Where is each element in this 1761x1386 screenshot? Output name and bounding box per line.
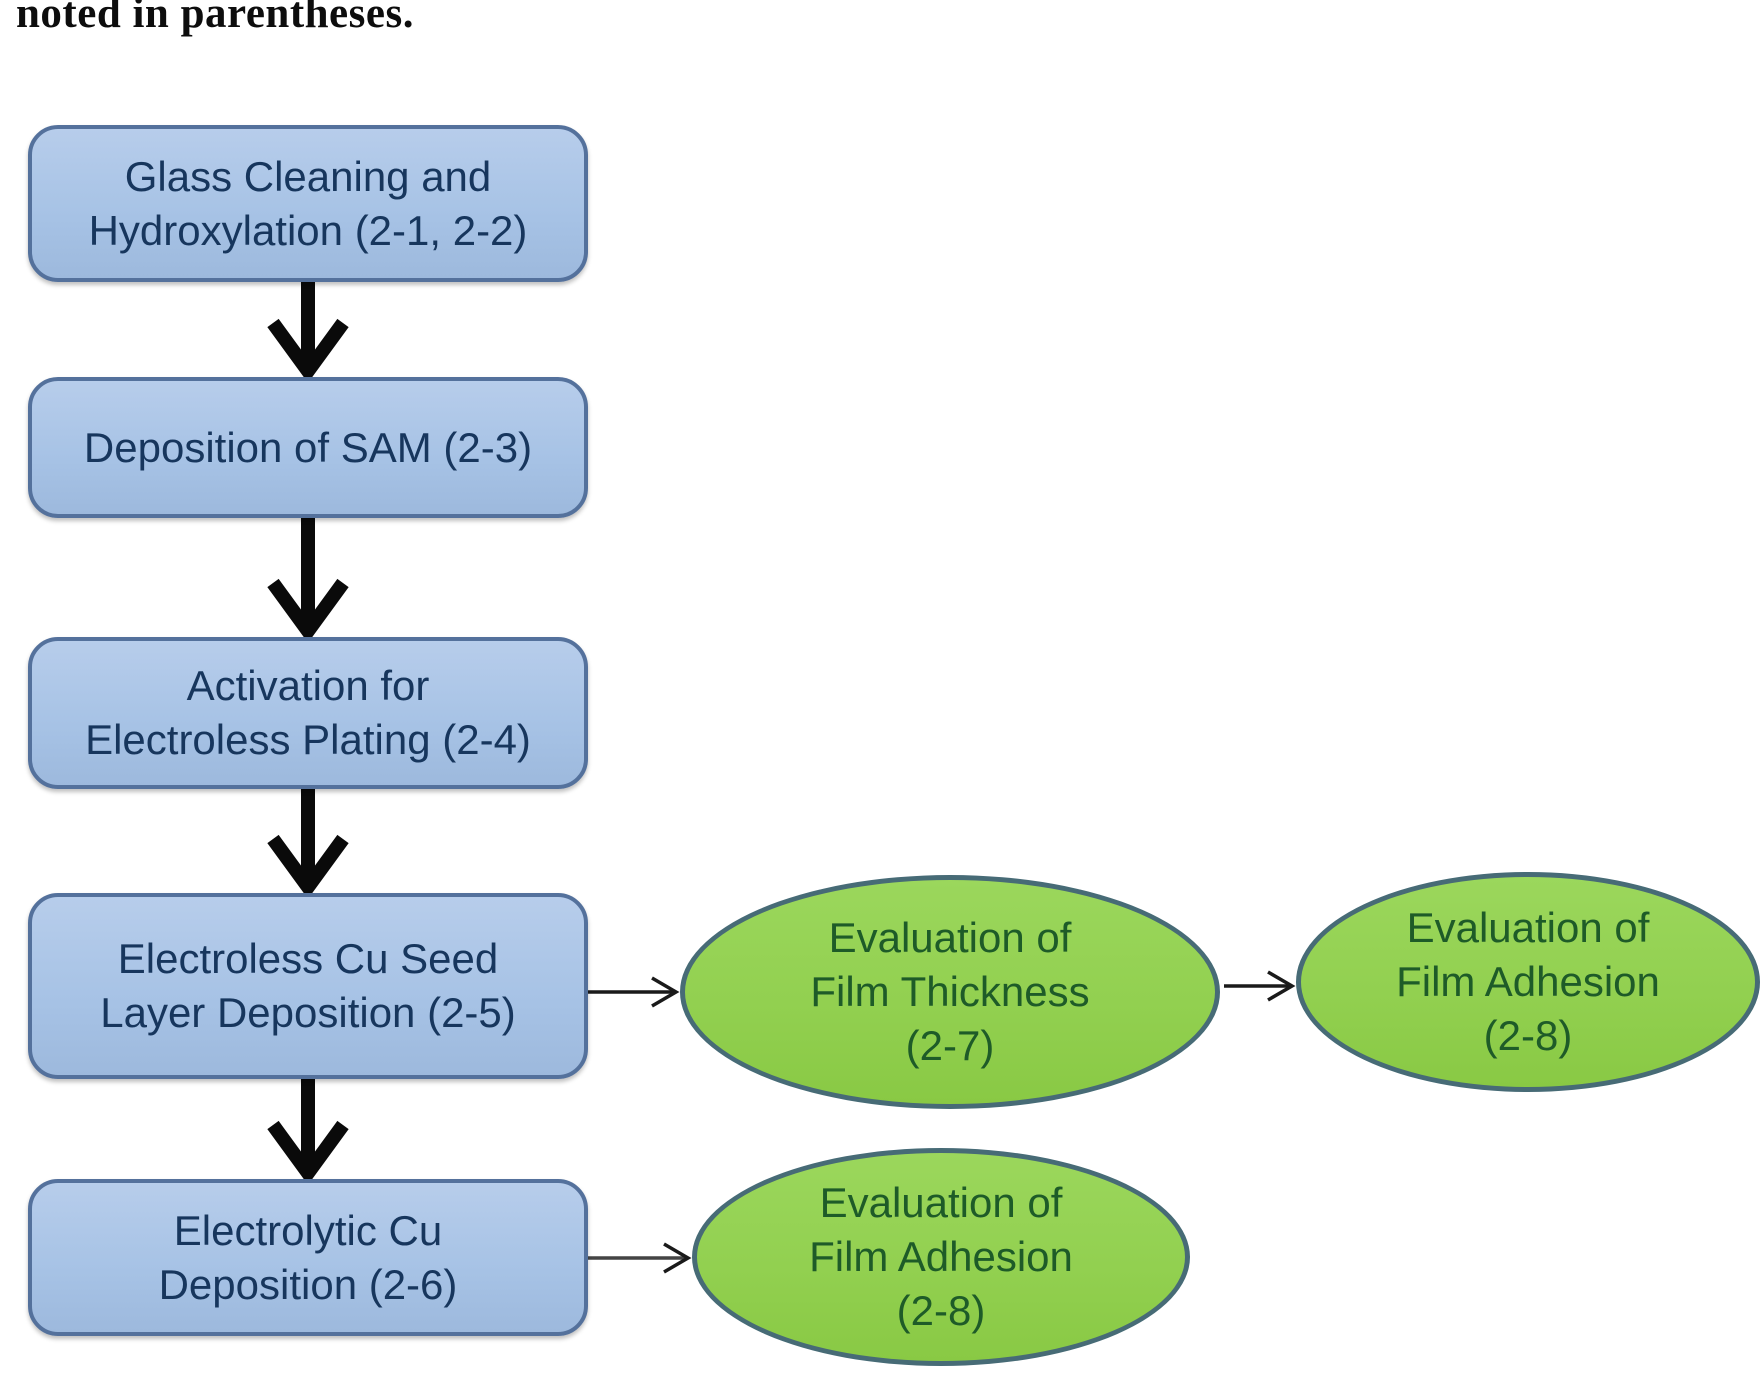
process-step-line: Deposition of SAM (2-3)	[83, 423, 533, 471]
arrow-step4-step5	[267, 1077, 349, 1185]
eval-node-line: (2-8)	[1483, 1012, 1573, 1059]
eval-node-line: Film Adhesion	[1396, 958, 1660, 1005]
eval-node-line: (2-7)	[905, 1022, 995, 1069]
arrow-step1-step2	[267, 280, 349, 383]
arrow-step4-eval-thickness	[588, 976, 680, 1008]
eval-node-line: Film Adhesion	[809, 1233, 1073, 1280]
arrow-step3-step4	[267, 787, 349, 899]
process-step-line: Glass Cleaning and	[124, 152, 492, 200]
caption-text: noted in parentheses.	[16, 0, 414, 37]
process-step-electroless-seed: Electroless Cu Seed Layer Deposition (2-…	[28, 893, 588, 1079]
process-step-activation: Activation for Electroless Plating (2-4)	[28, 637, 588, 789]
eval-node-line: Evaluation of	[828, 914, 1072, 961]
process-step-line: Activation for	[186, 662, 430, 709]
process-step-line: Electroless Plating (2-4)	[85, 716, 531, 763]
process-step-line: Layer Deposition (2-5)	[100, 989, 516, 1036]
eval-node-film-adhesion-top: Evaluation of Film Adhesion (2-8)	[1296, 872, 1760, 1092]
eval-node-line: Evaluation of	[1406, 904, 1650, 951]
process-step-line: Hydroxylation (2-1, 2-2)	[88, 206, 528, 254]
eval-node-film-thickness: Evaluation of Film Thickness (2-7)	[680, 875, 1220, 1109]
eval-node-line: (2-8)	[896, 1287, 986, 1334]
arrow-eval-thickness-eval-adhesion	[1224, 970, 1296, 1002]
eval-node-film-adhesion-bottom: Evaluation of Film Adhesion (2-8)	[692, 1148, 1190, 1366]
process-step-glass-cleaning: Glass Cleaning and Hydroxylation (2-1, 2…	[28, 125, 588, 282]
arrow-step2-step3	[267, 516, 349, 643]
eval-node-line: Evaluation of	[819, 1179, 1063, 1226]
process-step-line: Electrolytic Cu	[173, 1206, 443, 1254]
process-step-sam-deposition: Deposition of SAM (2-3)	[28, 377, 588, 518]
process-step-line: Electroless Cu Seed	[117, 935, 499, 982]
arrow-step5-eval-adhesion	[588, 1242, 692, 1274]
eval-node-line: Film Thickness	[810, 968, 1090, 1015]
process-step-electrolytic-deposition: Electrolytic Cu Deposition (2-6)	[28, 1179, 588, 1336]
process-step-line: Deposition (2-6)	[158, 1260, 458, 1308]
